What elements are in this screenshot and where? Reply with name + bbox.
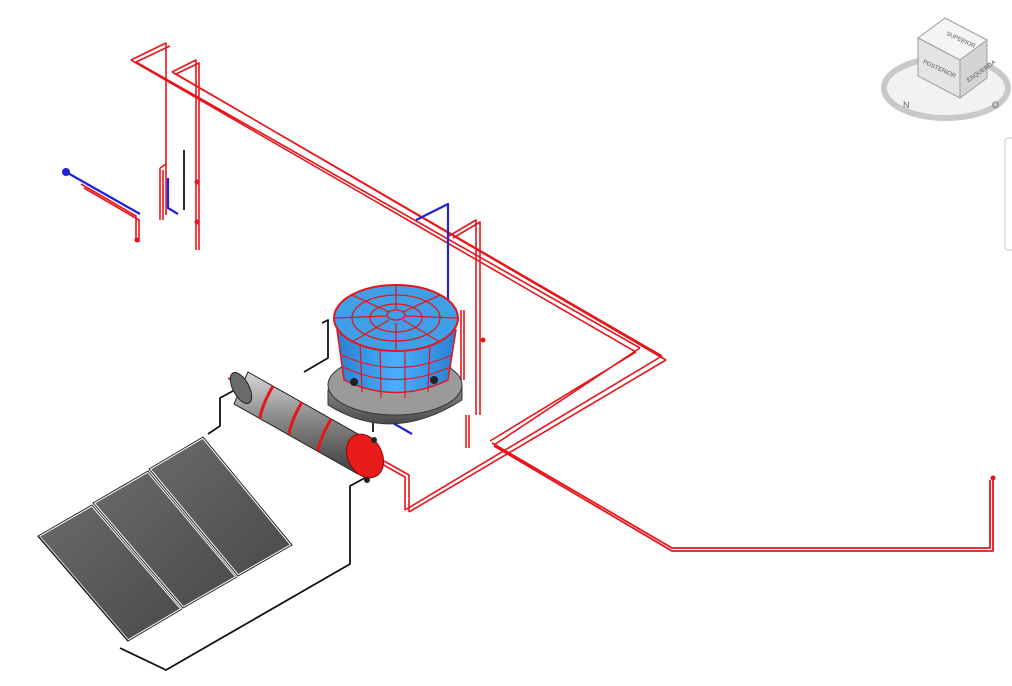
hot-water-pipe-network (80, 42, 994, 552)
solar-panel-array (35, 435, 295, 643)
compass-east-label[interactable]: O (992, 100, 999, 110)
navigation-bar[interactable] (1004, 137, 1012, 251)
water-tank (327, 284, 463, 425)
valve-markers (134, 179, 996, 481)
solar-water-heater (229, 371, 384, 483)
cold-water-inlet (62, 168, 70, 176)
solar-loop-pipe (119, 150, 374, 671)
heater-end-cap (346, 433, 384, 479)
compass-west-label[interactable]: N (903, 100, 910, 110)
viewcube[interactable]: SUPERIOR POSTERIOR ESQUERDA N O (881, 17, 1011, 121)
